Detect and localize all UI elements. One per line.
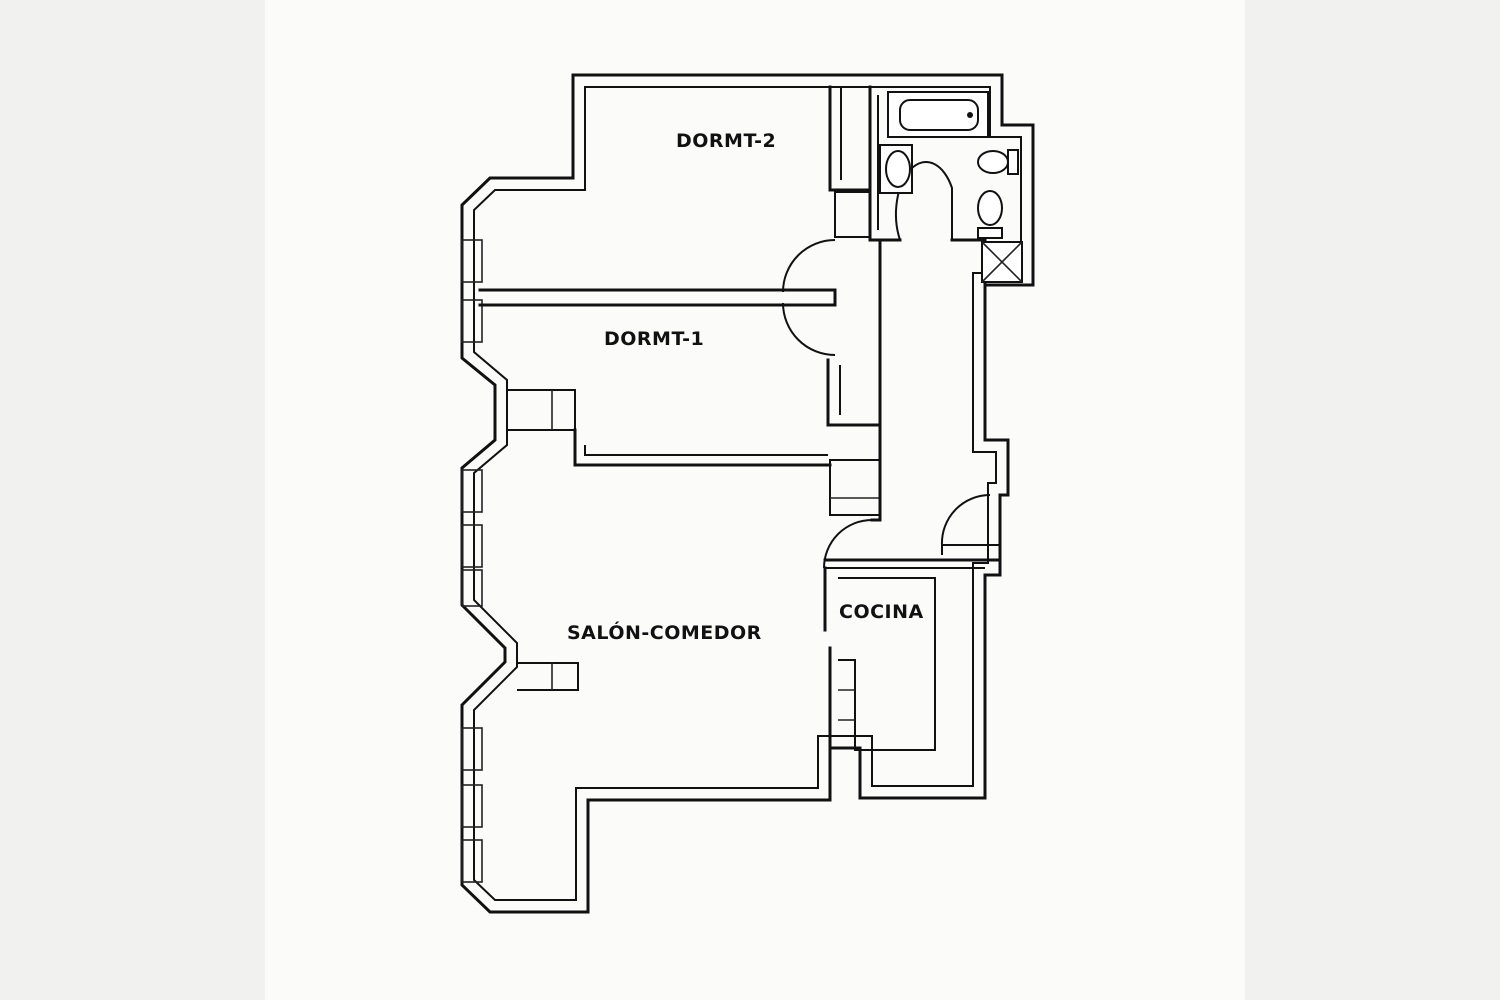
door-living — [823, 519, 873, 569]
door-dormt-1 — [782, 302, 836, 356]
door-kitchen — [940, 493, 1000, 546]
facade-windows — [461, 239, 483, 883]
shaft-icon — [981, 241, 1023, 283]
bay-niches — [507, 389, 579, 691]
room-label-cocina: COCINA — [839, 601, 924, 623]
interior-walls — [478, 85, 1002, 751]
door-dormt-2 — [782, 239, 836, 293]
paper-sheet — [265, 0, 1245, 1000]
bathtub-icon — [887, 91, 989, 138]
room-label-dormt-1: DORMT-1 — [604, 328, 704, 350]
sink-icon — [879, 144, 913, 194]
bidet-icon — [977, 149, 1019, 175]
toilet-icon — [977, 190, 1003, 239]
room-label-salon-comedor: SALÓN-COMEDOR — [567, 620, 762, 644]
room-label-dormt-2: DORMT-2 — [676, 130, 776, 152]
outer-wall — [460, 73, 1035, 914]
